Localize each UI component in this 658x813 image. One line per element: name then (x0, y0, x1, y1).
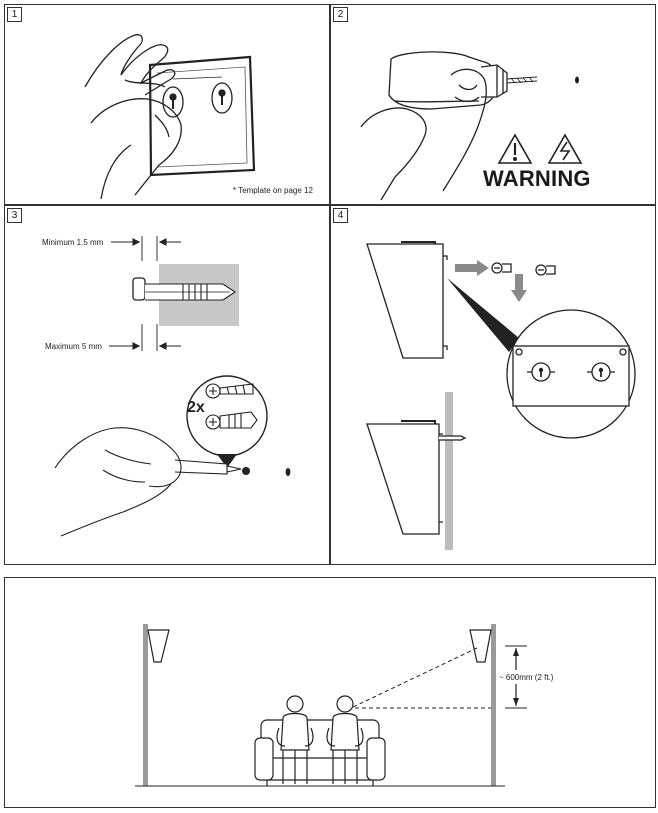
step-3-illustration (54, 236, 291, 537)
step-2-number: 2 (333, 7, 348, 22)
distance-label: ~ 600mm (2 ft.) (499, 673, 554, 682)
step-1-number: 1 (7, 7, 22, 22)
step-1-illustration (84, 34, 256, 200)
step-4-illustration (366, 241, 636, 550)
step-1-panel: 1 * Template on page 12 (4, 4, 330, 205)
room-panel: ~ 600mm (2 ft.) (4, 577, 656, 808)
room-illustration (135, 624, 527, 787)
quantity-label: 2x (187, 399, 205, 416)
step-3-number: 3 (7, 208, 22, 223)
step-2-panel: 2 WARNING (330, 4, 656, 205)
minimum-label: Minimum 1.5 mm (42, 238, 104, 247)
warning-label: WARNING (483, 166, 591, 191)
step-3-panel: 3 Minimum 1.5 mm (4, 205, 330, 565)
step-2-illustration (360, 51, 583, 201)
step-4-number: 4 (333, 208, 348, 223)
maximum-label: Maximum 5 mm (45, 342, 102, 351)
template-note: * Template on page 12 (233, 186, 313, 195)
step-4-panel: 4 (330, 205, 656, 565)
